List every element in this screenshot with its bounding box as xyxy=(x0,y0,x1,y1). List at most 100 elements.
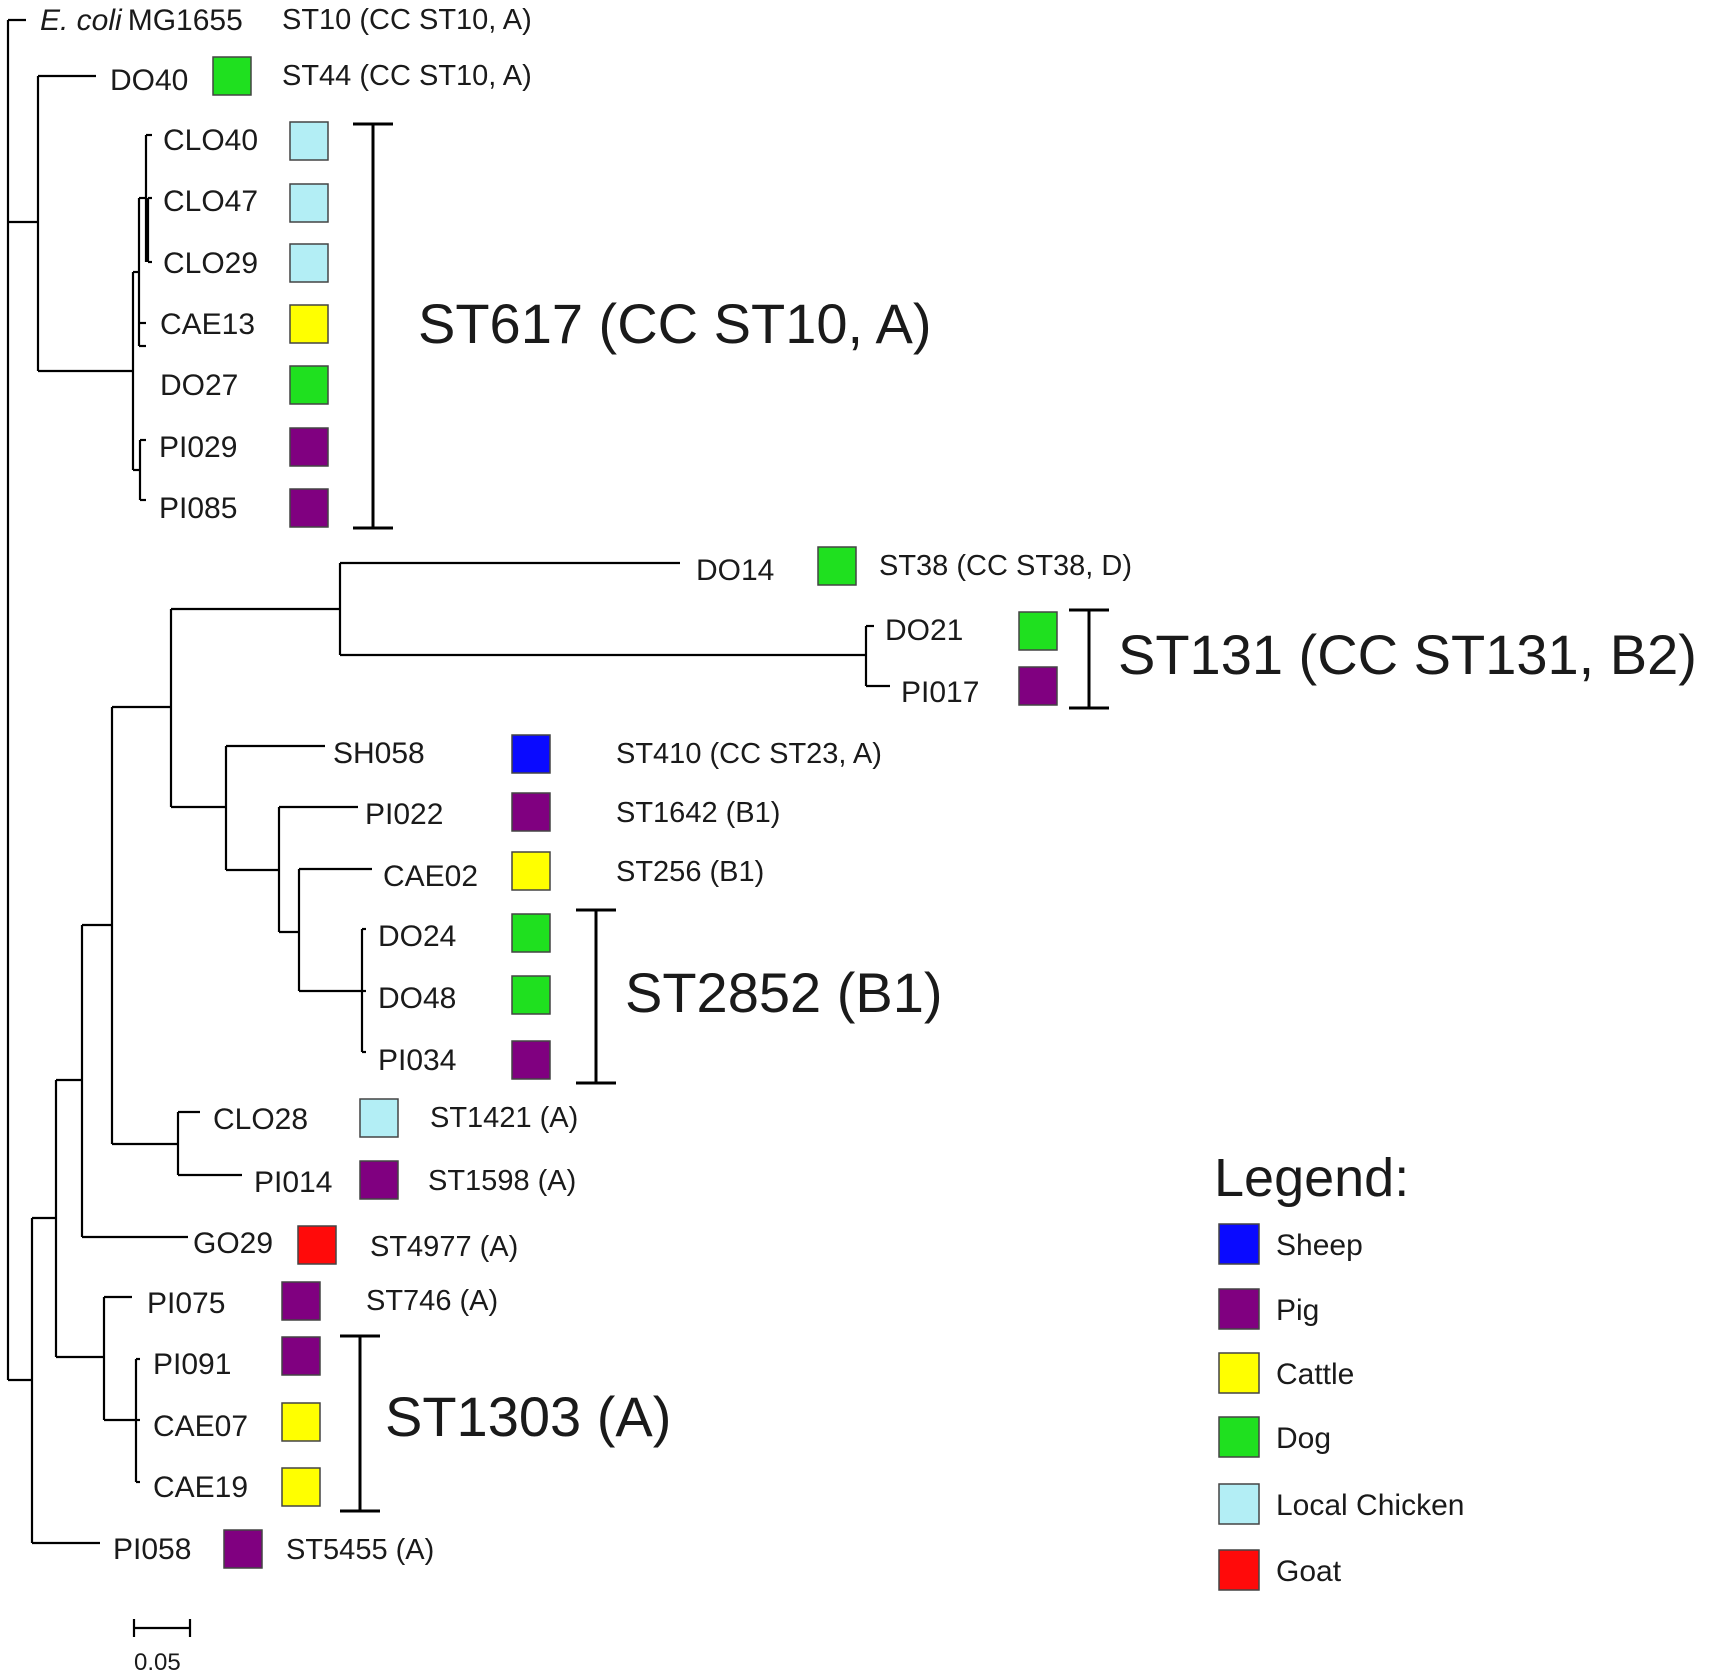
legend-label-dog: Dog xyxy=(1276,1422,1331,1455)
host-swatch-cattle xyxy=(511,851,551,891)
leaf-cae13: CAE13 xyxy=(160,304,329,344)
legend-swatch-cattle xyxy=(1218,1352,1260,1394)
clade-st131: ST131 (CC ST131, B2) xyxy=(1069,608,1697,710)
scale-bar-label: 0.05 xyxy=(134,1649,181,1676)
host-swatch-sheep xyxy=(511,734,551,774)
st-label-pi075: ST746 (A) xyxy=(366,1285,498,1317)
host-swatch-pig xyxy=(511,1040,551,1080)
leaf-label-cae02: CAE02 xyxy=(383,860,478,893)
clade-label-st131: ST131 (CC ST131, B2) xyxy=(1118,623,1697,686)
leaf-sh058: SH058 ST410 (CC ST23, A) xyxy=(333,734,882,774)
host-swatch-pig xyxy=(289,488,329,528)
leaf-label-cae19: CAE19 xyxy=(153,1471,248,1504)
leaf-pi029: PI029 xyxy=(159,427,329,467)
leaf-do24: DO24 xyxy=(378,913,551,953)
st-label-mg1655: ST10 (CC ST10, A) xyxy=(282,4,532,36)
leaf-label-cae13: CAE13 xyxy=(160,308,255,341)
legend-item-goat: Goat xyxy=(1218,1549,1342,1591)
leaf-label-clo28: CLO28 xyxy=(213,1103,308,1136)
host-swatch-goat xyxy=(297,1225,337,1265)
leaf-label-pi091: PI091 xyxy=(153,1348,231,1381)
st-label-go29: ST4977 (A) xyxy=(370,1231,518,1263)
leaf-label-pi085: PI085 xyxy=(159,492,237,525)
st-label-pi058: ST5455 (A) xyxy=(286,1534,434,1566)
tree-branches xyxy=(6,18,890,1545)
leaf-do21: DO21 xyxy=(885,611,1058,651)
leaf-clo40: CLO40 xyxy=(163,121,329,161)
leaf-pi085: PI085 xyxy=(159,488,329,528)
legend-label-cattle: Cattle xyxy=(1276,1358,1354,1391)
leaf-label-do48: DO48 xyxy=(378,982,456,1015)
leaf-label-pi034: PI034 xyxy=(378,1044,456,1077)
clade-st2852: ST2852 (B1) xyxy=(576,908,943,1085)
legend-swatch-sheep xyxy=(1218,1223,1260,1265)
clade-st1303: ST1303 (A) xyxy=(340,1334,671,1513)
host-swatch-local_chicken xyxy=(359,1098,399,1138)
legend-label-sheep: Sheep xyxy=(1276,1229,1363,1262)
leaf-do48: DO48 xyxy=(378,975,551,1015)
host-swatch-dog xyxy=(289,365,329,405)
legend-swatch-goat xyxy=(1218,1549,1260,1591)
st-label-pi014: ST1598 (A) xyxy=(428,1165,576,1197)
leaf-pi091: PI091 xyxy=(153,1336,321,1381)
leaf-label-pi058: PI058 xyxy=(113,1533,191,1566)
legend-item-cattle: Cattle xyxy=(1218,1352,1354,1394)
st-label-do14: ST38 (CC ST38, D) xyxy=(879,550,1132,582)
legend-swatch-pig xyxy=(1218,1288,1260,1330)
legend-item-local_chicken: Local Chicken xyxy=(1218,1483,1464,1525)
st-label-sh058: ST410 (CC ST23, A) xyxy=(616,738,882,770)
host-swatch-local_chicken xyxy=(289,183,329,223)
st-label-pi022: ST1642 (B1) xyxy=(616,797,780,829)
leaf-label-do27: DO27 xyxy=(160,369,238,402)
host-swatch-pig xyxy=(511,792,551,832)
host-swatch-local_chicken xyxy=(289,121,329,161)
leaf-clo29: CLO29 xyxy=(163,243,329,283)
legend-label-local_chicken: Local Chicken xyxy=(1276,1489,1464,1522)
leaf-label-pi017: PI017 xyxy=(901,676,979,709)
leaf-pi017: PI017 xyxy=(901,666,1058,709)
st-label-do40: ST44 (CC ST10, A) xyxy=(282,60,532,92)
host-swatch-pig xyxy=(359,1160,399,1200)
host-swatch-pig xyxy=(289,427,329,467)
leaf-pi058: PI058 ST5455 (A) xyxy=(113,1529,434,1569)
leaf-label-italic: E. coli xyxy=(40,4,123,37)
legend-item-pig: Pig xyxy=(1218,1288,1319,1330)
host-swatch-dog xyxy=(511,975,551,1015)
leaf-cae19: CAE19 xyxy=(153,1467,321,1507)
legend-label-goat: Goat xyxy=(1276,1555,1342,1588)
clade-st617: ST617 (CC ST10, A) xyxy=(353,122,932,530)
clade-label-st2852: ST2852 (B1) xyxy=(625,961,943,1024)
leaf-label-sh058: SH058 xyxy=(333,737,425,770)
host-swatch-dog xyxy=(511,913,551,953)
legend-swatch-dog xyxy=(1218,1416,1260,1458)
leaf-do27: DO27 xyxy=(160,365,329,405)
clade-annotations: ST617 (CC ST10, A) ST131 (CC ST131, B2) ST… xyxy=(340,122,1697,1513)
leaf-pi034: PI034 xyxy=(378,1040,551,1080)
leaf-label-pi075: PI075 xyxy=(147,1287,225,1320)
legend-item-sheep: Sheep xyxy=(1218,1223,1363,1265)
leaf-label-do21: DO21 xyxy=(885,614,963,647)
leaf-clo28: CLO28 ST1421 (A) xyxy=(213,1098,578,1138)
host-swatch-local_chicken xyxy=(289,243,329,283)
legend-swatch-local_chicken xyxy=(1218,1483,1260,1525)
leaf-label-go29: GO29 xyxy=(193,1227,273,1260)
leaf-go29: GO29 ST4977 (A) xyxy=(193,1225,518,1265)
leaf-label-cae07: CAE07 xyxy=(153,1410,248,1443)
host-swatch-dog xyxy=(212,56,252,96)
leaf-label-clo29: CLO29 xyxy=(163,247,258,280)
leaf-label-do24: DO24 xyxy=(378,920,456,953)
host-swatch-cattle xyxy=(281,1402,321,1442)
st-label-clo28: ST1421 (A) xyxy=(430,1102,578,1134)
host-swatch-pig xyxy=(281,1281,321,1321)
host-swatch-cattle xyxy=(281,1467,321,1507)
host-swatch-pig xyxy=(223,1529,263,1569)
legend-label-pig: Pig xyxy=(1276,1294,1319,1327)
legend-item-dog: Dog xyxy=(1218,1416,1331,1458)
host-swatch-dog xyxy=(1018,611,1058,651)
